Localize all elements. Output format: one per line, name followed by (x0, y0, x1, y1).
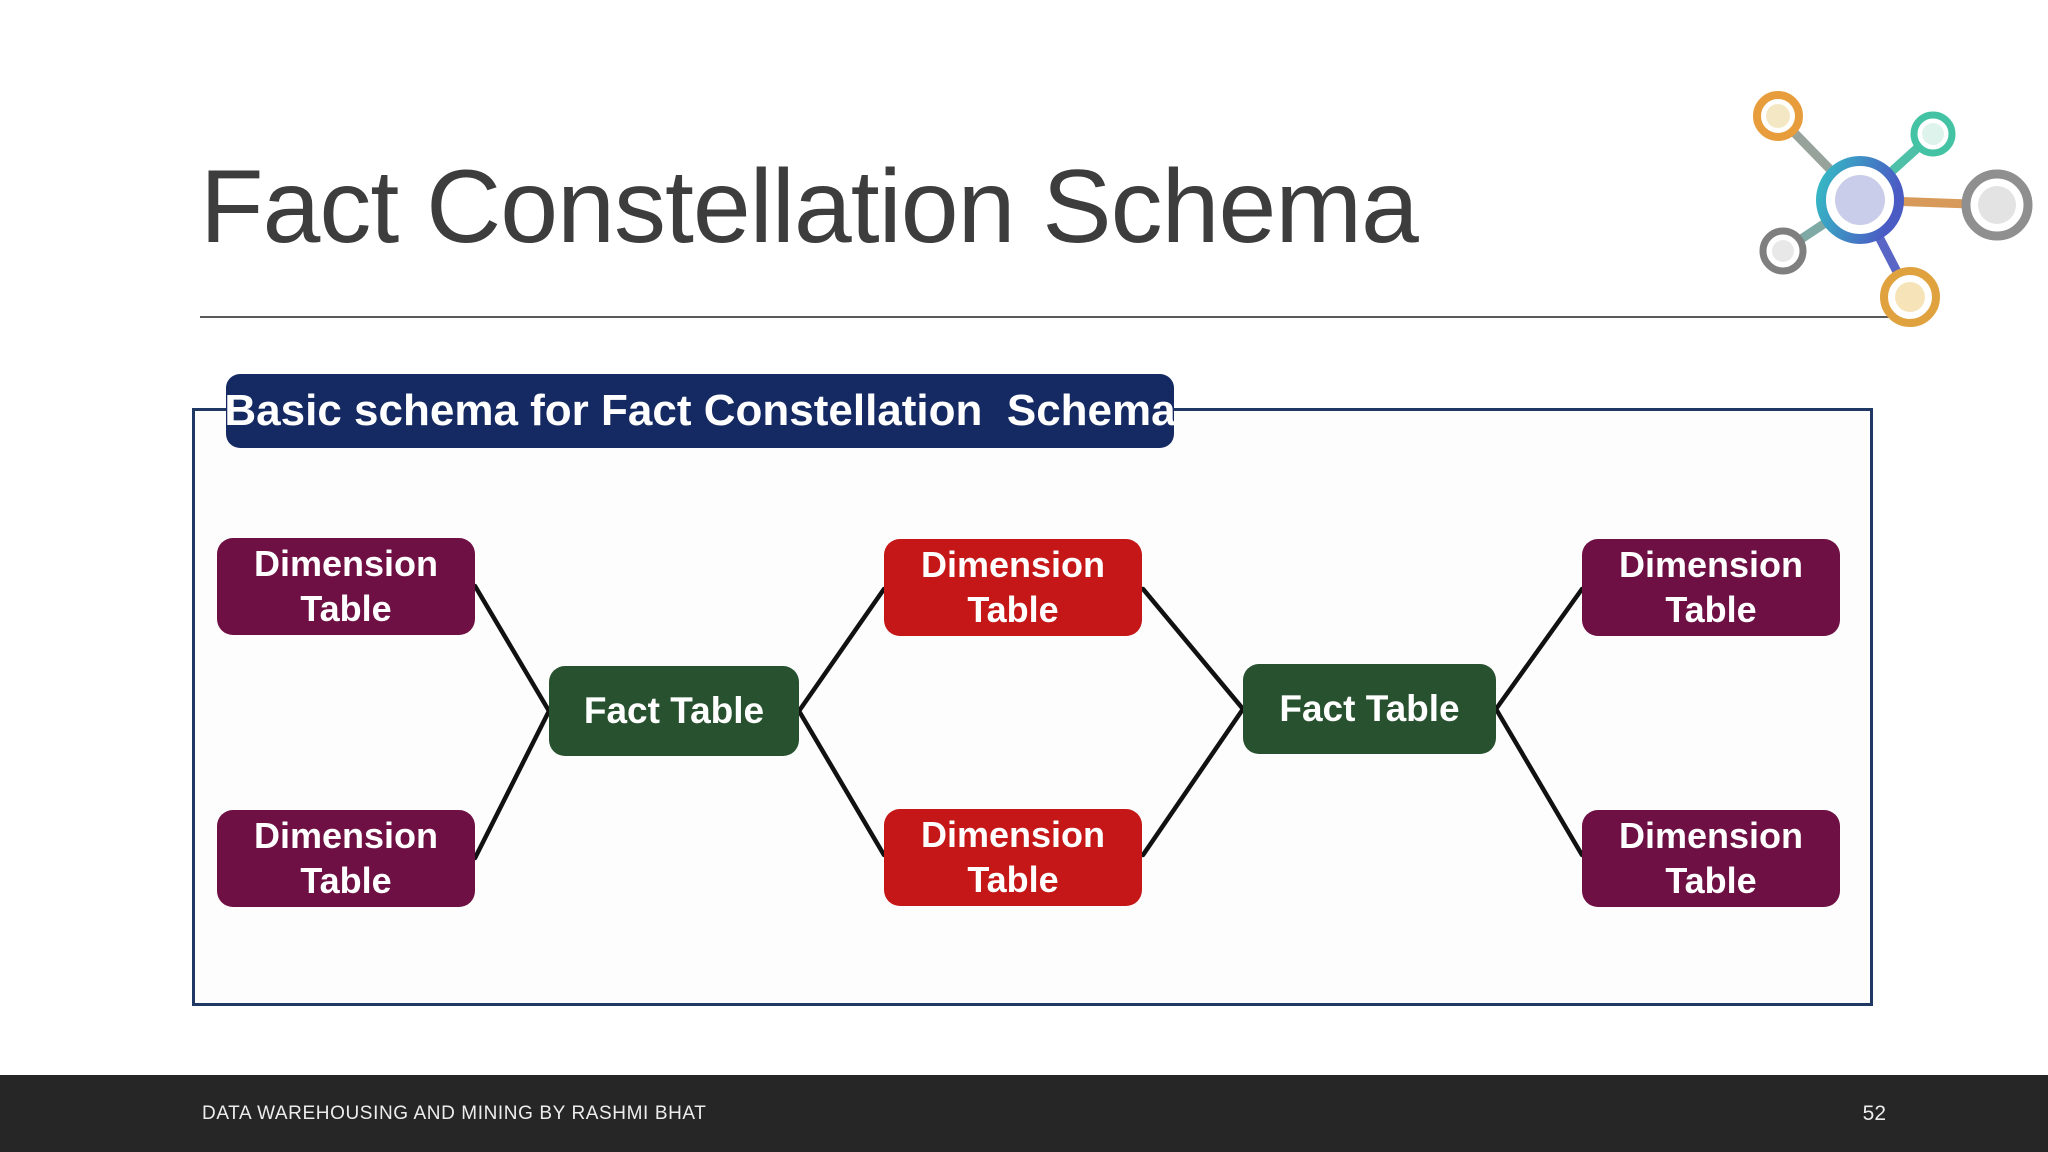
footer-bar: DATA WAREHOUSING AND MINING BY RASHMI BH… (0, 1075, 2048, 1152)
dimension-table-middle-top: Dimension Table (884, 539, 1142, 636)
footer-credit: DATA WAREHOUSING AND MINING BY RASHMI BH… (202, 1102, 707, 1124)
dimension-table-middle-bottom: Dimension Table (884, 809, 1142, 906)
dimension-table-right-top: Dimension Table (1582, 539, 1840, 636)
fact-table-right: Fact Table (1243, 664, 1496, 754)
page-title: Fact Constellation Schema (200, 149, 1419, 265)
dimension-table-left-bottom: Dimension Table (217, 810, 475, 907)
dimension-table-right-bottom: Dimension Table (1582, 810, 1840, 907)
network-graph-icon (1753, 91, 2033, 327)
fact-table-left: Fact Table (549, 666, 799, 756)
schema-badge: Basic schema for Fact Constellation Sche… (224, 374, 1176, 448)
page-number: 52 (1862, 1101, 1886, 1125)
title-divider (200, 316, 1890, 318)
diagram-frame (192, 408, 1873, 1006)
schema-badge-label: Basic schema for Fact Constellation Sche… (224, 386, 1176, 435)
dimension-table-left-top: Dimension Table (217, 538, 475, 635)
